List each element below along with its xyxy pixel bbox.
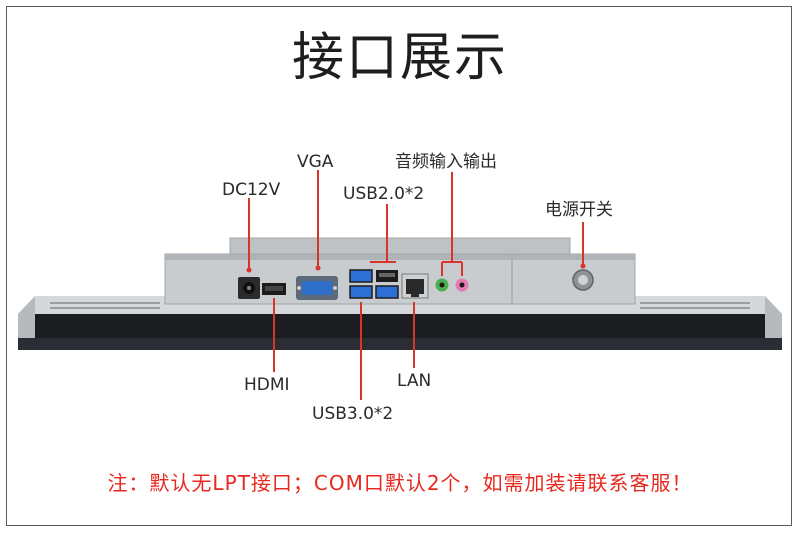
label-usb30: USB3.0*2 [312, 404, 394, 424]
label-hdmi: HDMI [244, 375, 290, 395]
label-audio: 音频输入输出 [395, 152, 497, 172]
label-vga: VGA [297, 152, 334, 172]
bezel-lower-edge [18, 338, 782, 350]
label-usb20: USB2.0*2 [343, 184, 425, 204]
label-lan: LAN [397, 371, 432, 391]
notice-text: 注：默认无LPT接口；COM口默认2个，如需加装请联系客服！ [107, 471, 693, 495]
usb-ports-left [349, 269, 373, 299]
callout-lines [248, 170, 584, 400]
lan-port [401, 273, 429, 299]
hdmi-port [262, 283, 286, 295]
audio-jacks [435, 278, 469, 292]
bezel-edge [18, 314, 782, 338]
power-switch [572, 269, 594, 291]
vga-port [296, 276, 338, 300]
dc-jack [238, 277, 260, 299]
label-dc12v: DC12V [222, 180, 281, 200]
usb-ports-right [375, 270, 399, 299]
io-panel [164, 253, 636, 305]
bezel-vents [50, 302, 750, 309]
label-power: 电源开关 [545, 200, 613, 220]
image-frame [6, 6, 792, 526]
page-title: 接口展示 [291, 28, 508, 88]
